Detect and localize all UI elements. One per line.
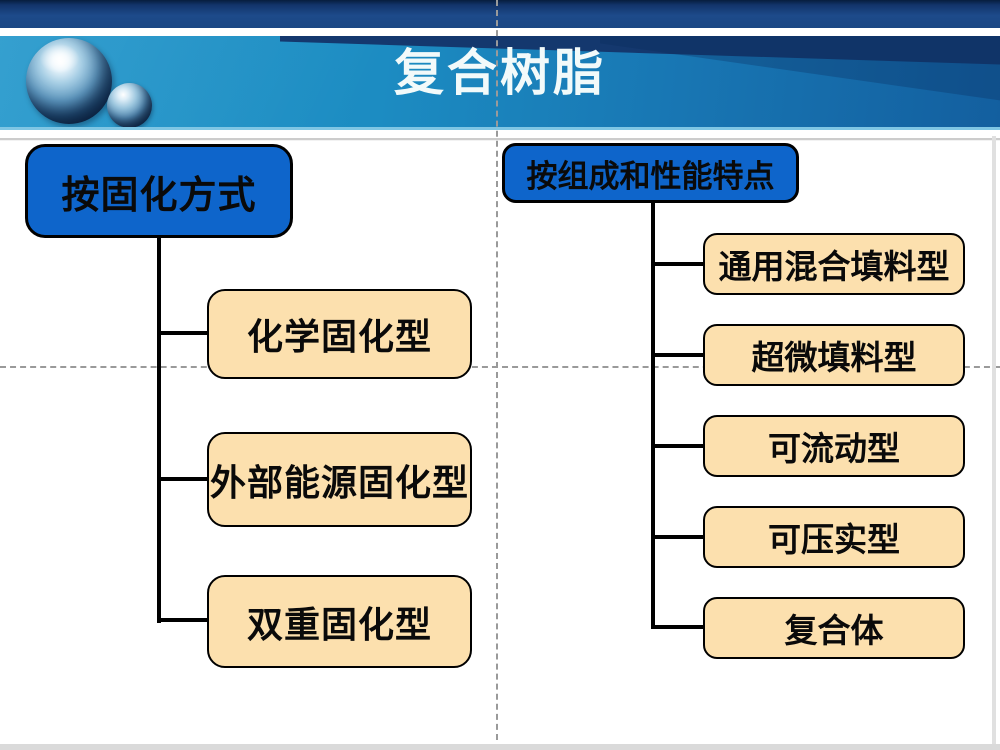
top-bar <box>0 0 1000 28</box>
right-tree-branch-line-1 <box>653 262 703 266</box>
title-banner: 复合树脂 <box>0 36 1000 130</box>
sphere-small-icon <box>107 83 152 128</box>
horizontal-guide-line <box>0 366 1000 368</box>
right-edge-strip <box>992 136 996 744</box>
right-tree-branch-line-2 <box>653 353 703 357</box>
left-tree-branch-line-1 <box>159 331 207 335</box>
left-tree-child-box-3[interactable]: 双重固化型 <box>207 575 472 668</box>
banner-bottom-highlight <box>0 127 1000 130</box>
right-tree-branch-line-3 <box>653 444 703 448</box>
right-tree-child-box-4[interactable]: 可压实型 <box>703 506 965 568</box>
header-divider-line <box>0 138 1000 141</box>
right-tree-child-box-2[interactable]: 超微填料型 <box>703 324 965 386</box>
left-tree-root-box[interactable]: 按固化方式 <box>25 144 293 238</box>
bottom-edge-strip <box>0 744 1000 750</box>
right-tree-child-box-3[interactable]: 可流动型 <box>703 415 965 477</box>
vertical-guide-line <box>496 0 498 750</box>
right-tree-branch-line-4 <box>653 535 703 539</box>
right-tree-trunk-line <box>651 203 655 629</box>
sphere-icon <box>26 38 112 124</box>
right-tree-child-box-5[interactable]: 复合体 <box>703 597 965 659</box>
right-tree-branch-line-5 <box>653 625 703 629</box>
left-tree-branch-line-3 <box>159 618 207 622</box>
left-tree-branch-line-2 <box>159 477 207 481</box>
slide-title: 复合树脂 <box>394 44 606 102</box>
left-tree-trunk-line <box>157 238 161 623</box>
right-tree-child-box-1[interactable]: 通用混合填料型 <box>703 233 965 295</box>
left-tree-child-box-1[interactable]: 化学固化型 <box>207 289 472 379</box>
left-tree-child-box-2[interactable]: 外部能源固化型 <box>207 432 472 527</box>
right-tree-root-box[interactable]: 按组成和性能特点 <box>502 143 799 203</box>
